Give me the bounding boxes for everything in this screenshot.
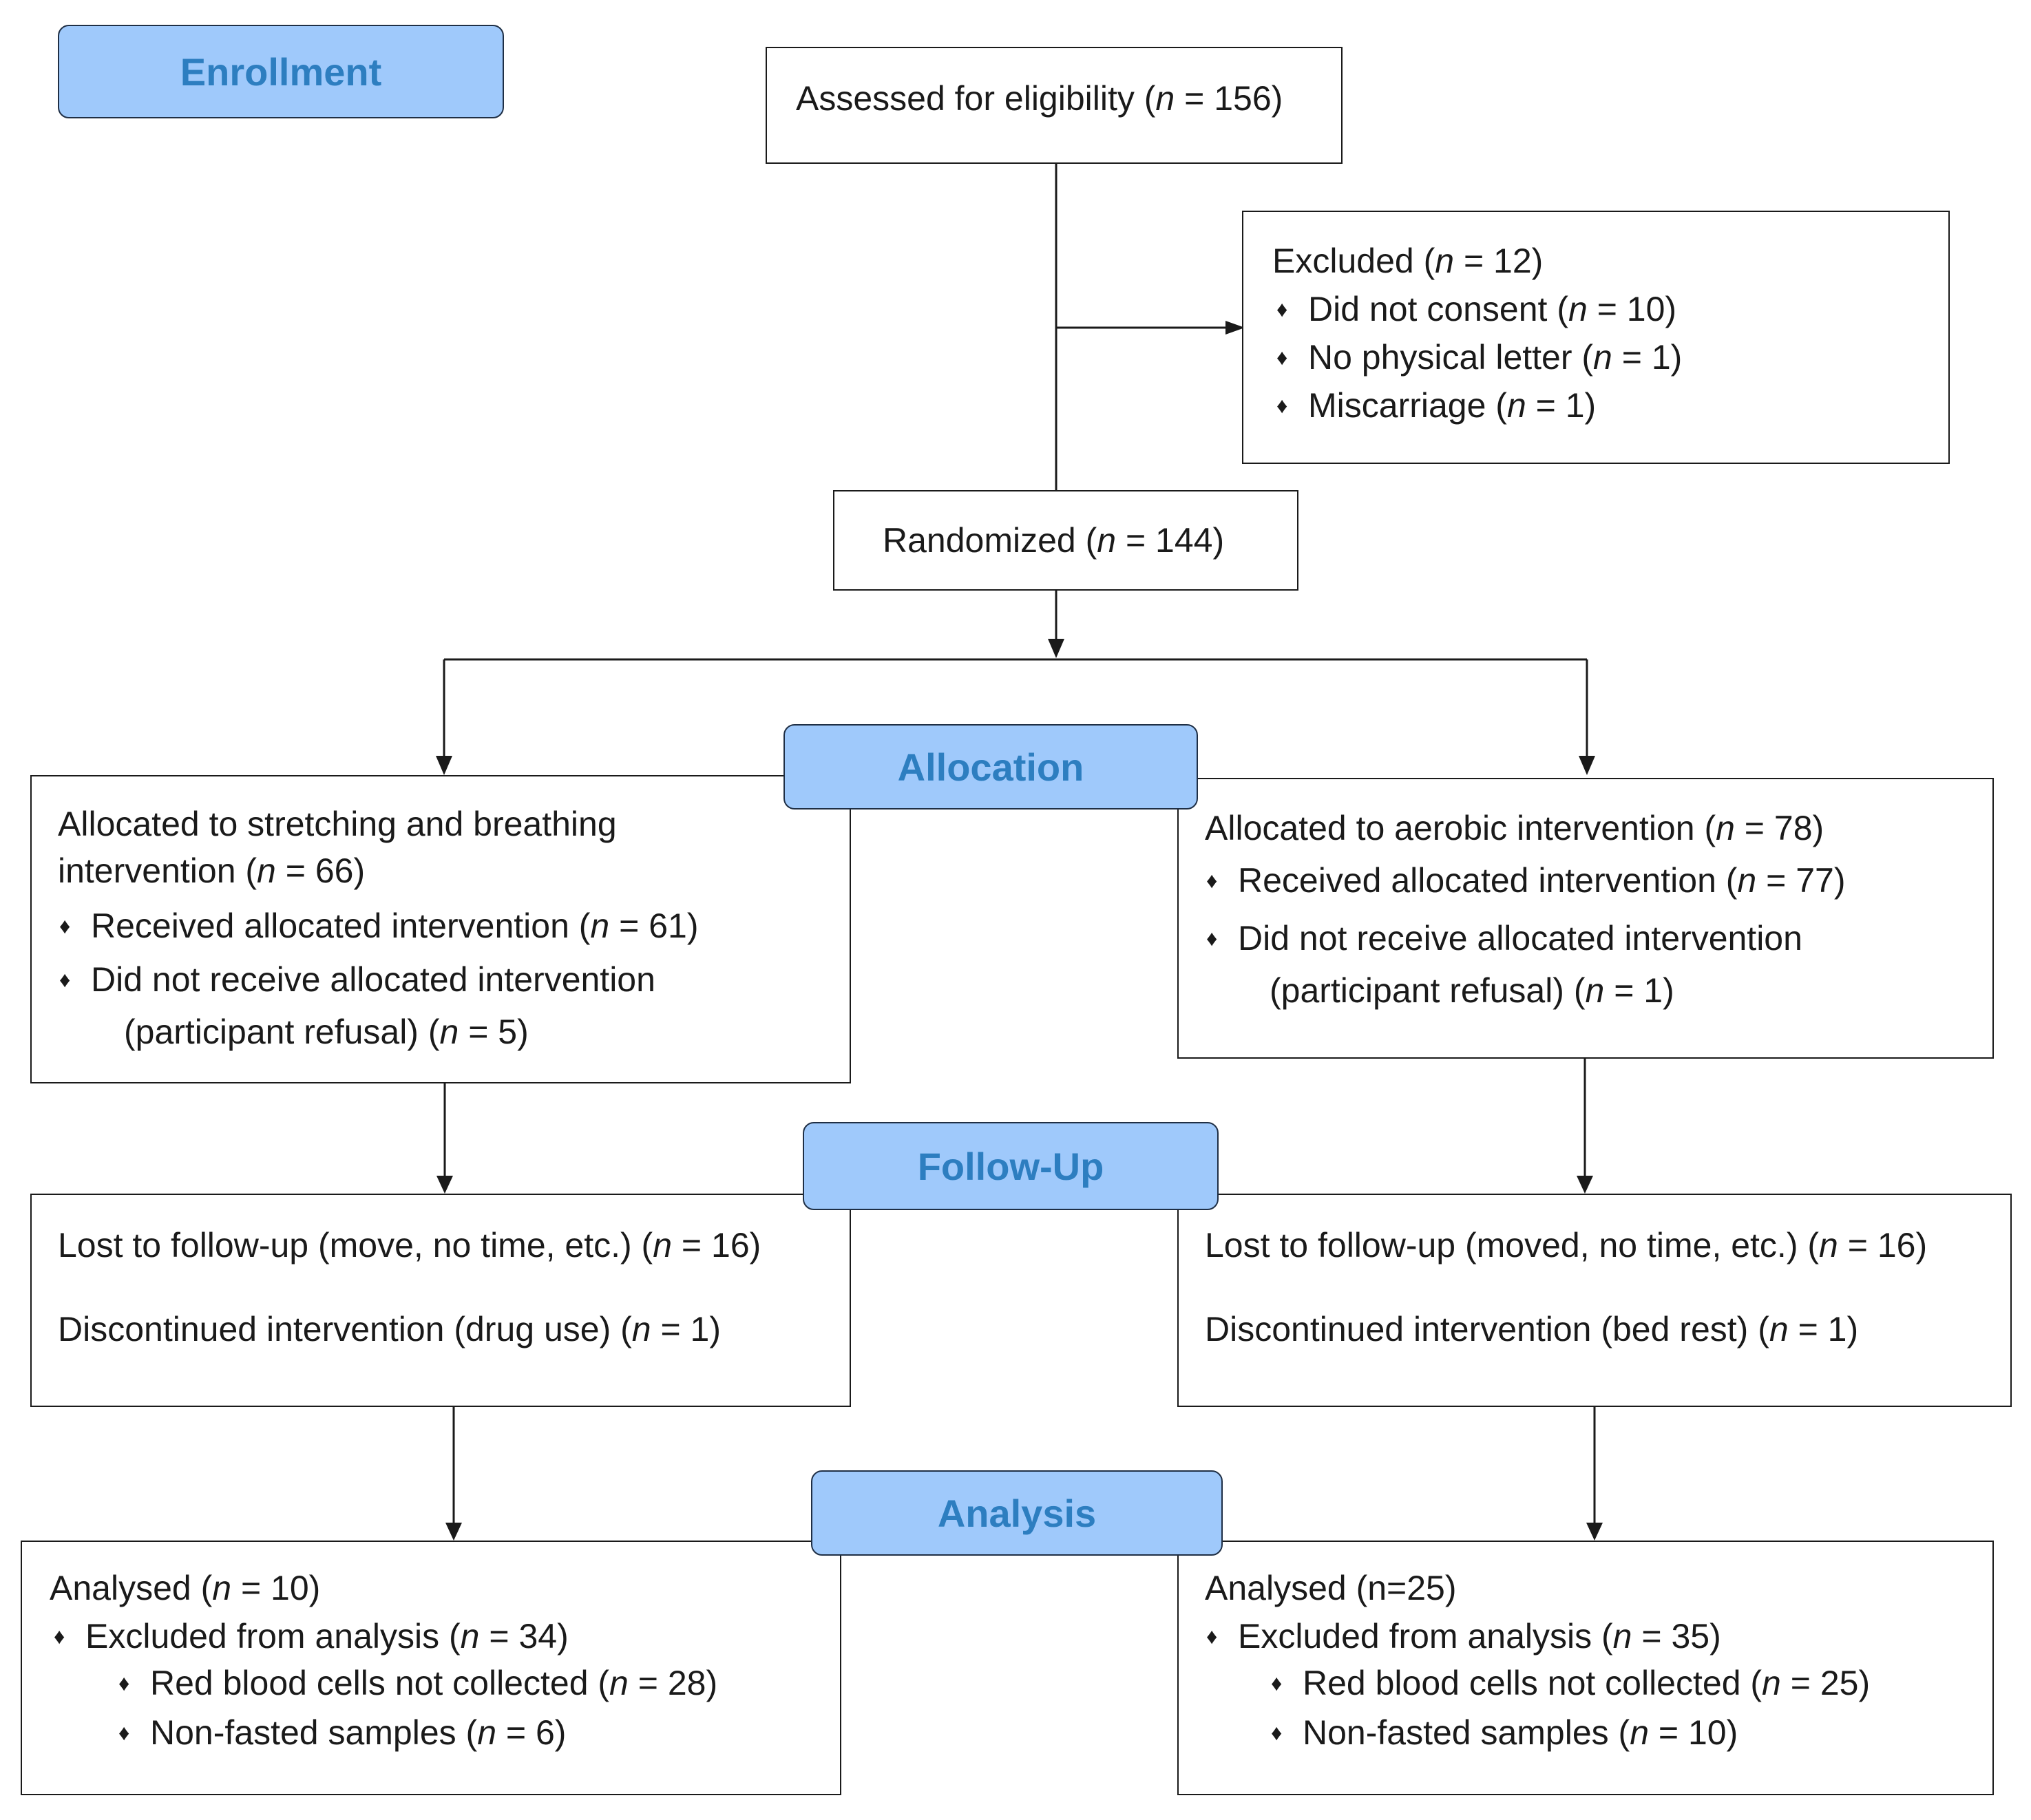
excluded-item: ♦Miscarriage (n = 1) [1276, 386, 1597, 425]
arrowhead [1586, 1523, 1603, 1541]
excluded-title: Excluded (n = 12) [1272, 242, 1544, 280]
followup-left-discontinued: Discontinued intervention (drug use) (n … [58, 1310, 722, 1348]
allocation-left-not-received: ♦Did not receive allocated intervention [59, 960, 655, 999]
allocation-left-refusal: (participant refusal) (n = 5) [124, 1013, 529, 1051]
arrowhead [1577, 1176, 1593, 1194]
excluded-item: ♦No physical letter (n = 1) [1276, 338, 1683, 377]
diamond-bullet-icon: ♦ [1206, 1624, 1218, 1649]
arrowhead [1048, 639, 1064, 658]
randomized-box: Randomized (n = 144) [833, 490, 1298, 591]
allocation-left-box: Allocated to stretching and breathing in… [30, 775, 851, 1083]
allocation-right-refusal: (participant refusal) (n = 1) [1270, 971, 1674, 1010]
followup-right-lost: Lost to follow-up (moved, no time, etc.)… [1205, 1226, 1928, 1265]
analysis-right-box: Analysed (n=25) ♦Excluded from analysis … [1177, 1541, 1994, 1795]
analysis-left-analysed: Analysed (n = 10) [50, 1569, 321, 1607]
allocation-left-received: ♦Received allocated intervention (n = 61… [59, 907, 699, 945]
allocation-right-title: Allocated to aerobic intervention (n = 7… [1205, 809, 1824, 847]
arrowhead [436, 1176, 453, 1194]
excluded-item: ♦Did not consent (n = 10) [1276, 290, 1677, 328]
allocation-right-box: Allocated to aerobic intervention (n = 7… [1177, 778, 1994, 1059]
followup-right-box: Lost to follow-up (moved, no time, etc.)… [1177, 1194, 2012, 1407]
randomized-text: Randomized (n = 144) [883, 521, 1225, 560]
analysis-right-rbc: ♦Red blood cells not collected (n = 25) [1271, 1664, 1871, 1702]
allocation-right-not-received: ♦Did not receive allocated intervention [1206, 919, 1802, 957]
diamond-bullet-icon: ♦ [54, 1624, 65, 1649]
stage-enrollment: Enrollment [58, 25, 504, 118]
assessed-text: Assessed for eligibility (n = 156) [796, 79, 1283, 118]
stage-allocation: Allocation [783, 724, 1198, 810]
excluded-box: Excluded (n = 12) ♦Did not consent (n = … [1242, 211, 1950, 464]
analysis-right-excluded: ♦Excluded from analysis (n = 35) [1206, 1617, 1721, 1655]
allocation-left-title-cont: intervention (n = 66) [58, 851, 366, 890]
arrowhead [445, 1523, 462, 1541]
diamond-bullet-icon: ♦ [1271, 1720, 1283, 1745]
diamond-bullet-icon: ♦ [118, 1720, 130, 1745]
stage-analysis: Analysis [811, 1470, 1223, 1556]
allocation-left-title: Allocated to stretching and breathing [58, 805, 617, 843]
diamond-bullet-icon: ♦ [1206, 926, 1218, 951]
followup-left-lost: Lost to follow-up (move, no time, etc.) … [58, 1226, 761, 1265]
analysis-right-analysed: Analysed (n=25) [1205, 1569, 1457, 1607]
analysis-left-excluded: ♦Excluded from analysis (n = 34) [54, 1617, 569, 1655]
assessed-box: Assessed for eligibility (n = 156) [766, 47, 1343, 164]
followup-right-discontinued: Discontinued intervention (bed rest) (n … [1205, 1310, 1859, 1348]
diamond-bullet-icon: ♦ [1276, 345, 1288, 370]
allocation-right-received: ♦Received allocated intervention (n = 77… [1206, 861, 1846, 900]
diamond-bullet-icon: ♦ [59, 967, 71, 992]
arrowhead [436, 756, 452, 775]
analysis-right-nonfasted: ♦Non-fasted samples (n = 10) [1271, 1713, 1738, 1752]
diamond-bullet-icon: ♦ [118, 1671, 130, 1695]
analysis-left-nonfasted: ♦Non-fasted samples (n = 6) [118, 1713, 567, 1752]
analysis-left-rbc: ♦Red blood cells not collected (n = 28) [118, 1664, 718, 1702]
diamond-bullet-icon: ♦ [1271, 1671, 1283, 1695]
arrowhead [1579, 756, 1595, 775]
diamond-bullet-icon: ♦ [59, 913, 71, 938]
followup-left-box: Lost to follow-up (move, no time, etc.) … [30, 1194, 851, 1407]
analysis-left-box: Analysed (n = 10) ♦Excluded from analysi… [21, 1541, 841, 1795]
diamond-bullet-icon: ♦ [1206, 868, 1218, 893]
diamond-bullet-icon: ♦ [1276, 297, 1288, 321]
stage-follow-up: Follow-Up [803, 1122, 1219, 1210]
arrowhead [1225, 321, 1245, 335]
diamond-bullet-icon: ♦ [1276, 393, 1288, 418]
